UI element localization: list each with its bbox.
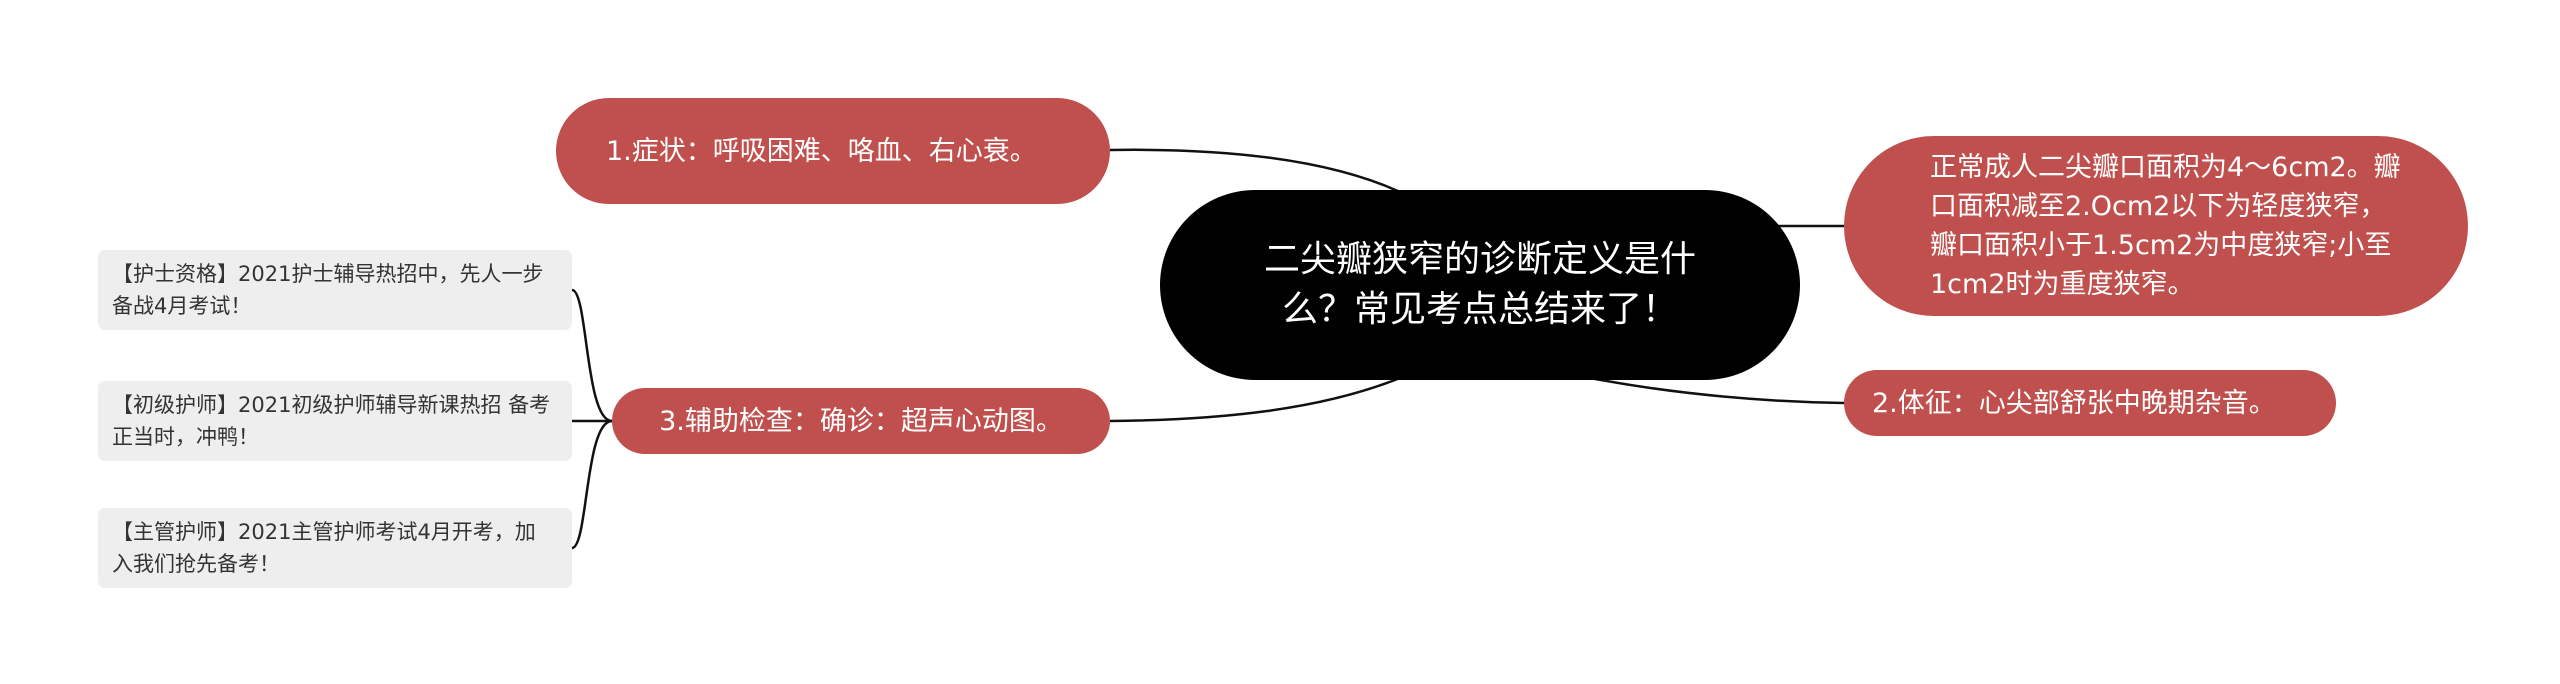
link-exam-leaf-1	[571, 288, 613, 423]
branch-physical-sign[interactable]: 2.体征：心尖部舒张中晚期杂音。	[1844, 370, 2336, 436]
link-center-sign	[1589, 376, 1845, 405]
central-topic-text: 二尖瓣狭窄的诊断定义是什么？常见考点总结来了！	[1263, 239, 1696, 330]
branch-auxiliary-exam[interactable]: 3.辅助检查：确诊：超声心动图。	[612, 388, 1110, 454]
branch-symptom[interactable]: 1.症状：呼吸困难、咯血、右心衰。	[556, 98, 1110, 204]
leaf-nurse-qualification[interactable]: 【护士资格】2021护士辅导热招中，先人一步备战4月考试！	[98, 250, 572, 330]
branch-normal-area[interactable]: 正常成人二尖瓣口面积为4～6cm2。瓣口面积减至2.Ocm2以下为轻度狭窄，瓣口…	[1844, 136, 2468, 316]
branch-physical-sign-text: 2.体征：心尖部舒张中晚期杂音。	[1872, 387, 2276, 419]
link-center-symptom	[1109, 148, 1401, 194]
branch-normal-area-text: 正常成人二尖瓣口面积为4～6cm2。瓣口面积减至2.Ocm2以下为轻度狭窄，瓣口…	[1930, 152, 2401, 300]
leaf-supervisor-nurse[interactable]: 【主管护师】2021主管护师考试4月开考，加入我们抢先备考！	[98, 508, 572, 588]
link-center-exam	[1109, 376, 1401, 423]
central-topic[interactable]: 二尖瓣狭窄的诊断定义是什么？常见考点总结来了！	[1160, 190, 1800, 380]
link-exam-leaf-3	[571, 419, 613, 550]
leaf-junior-nurse-text: 【初级护师】2021初级护师辅导新课热招 备考正当时，冲鸭！	[112, 393, 551, 449]
leaf-supervisor-nurse-text: 【主管护师】2021主管护师考试4月开考，加入我们抢先备考！	[112, 520, 536, 576]
leaf-junior-nurse[interactable]: 【初级护师】2021初级护师辅导新课热招 备考正当时，冲鸭！	[98, 381, 572, 461]
leaf-nurse-qualification-text: 【护士资格】2021护士辅导热招中，先人一步备战4月考试！	[112, 262, 544, 318]
branch-auxiliary-exam-text: 3.辅助检查：确诊：超声心动图。	[659, 405, 1063, 437]
branch-symptom-text: 1.症状：呼吸困难、咯血、右心衰。	[606, 135, 1037, 167]
